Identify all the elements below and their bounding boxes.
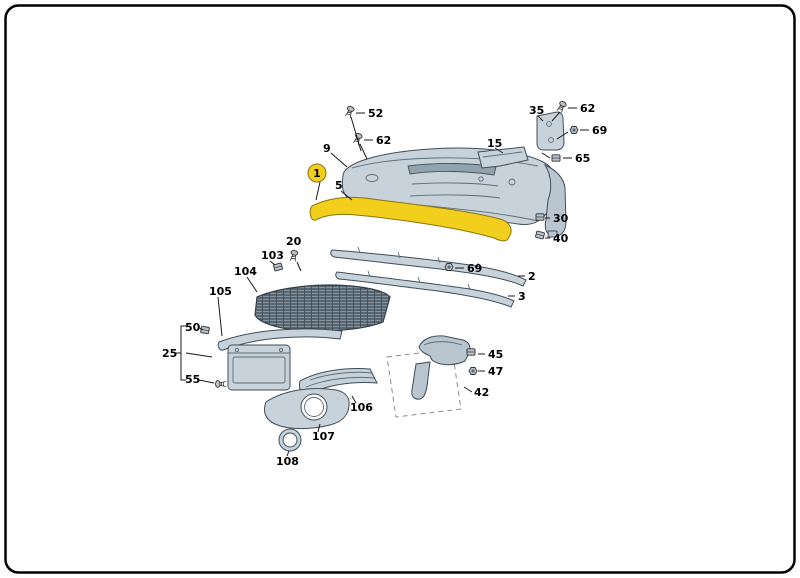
callout-40[interactable]: 40 [553, 232, 569, 245]
highlight-circle[interactable] [307, 163, 327, 183]
callout-62b[interactable]: 62 [580, 102, 595, 115]
callout-20[interactable]: 20 [286, 235, 302, 248]
callout-3[interactable]: 3 [518, 290, 526, 303]
clip-icon [535, 213, 545, 221]
clip-icon [272, 262, 284, 272]
callout-106[interactable]: 106 [350, 401, 373, 414]
callout-2[interactable]: 2 [528, 270, 536, 283]
callout-9[interactable]: 9 [323, 142, 331, 155]
callout-69[interactable]: 69 [592, 124, 607, 137]
callout-105[interactable]: 105 [209, 285, 232, 298]
nut-icon [444, 263, 454, 271]
callout-52[interactable]: 52 [368, 107, 383, 120]
leader-lines [176, 107, 589, 457]
trim-ring [278, 428, 302, 452]
callout-107[interactable]: 107 [312, 430, 335, 443]
callout-50[interactable]: 50 [185, 321, 201, 334]
callout-labels: 52 62 9 1 5 35 62 69 15 65 30 40 20 103 … [162, 102, 607, 468]
center-grille [254, 284, 391, 332]
callout-104[interactable]: 104 [234, 265, 257, 278]
callout-1[interactable]: 1 [313, 167, 321, 180]
clip-icon [551, 154, 561, 162]
callout-103[interactable]: 103 [261, 249, 284, 262]
license-plate-bracket [227, 344, 291, 391]
callout-25[interactable]: 25 [162, 347, 177, 360]
chrome-trim-strip [217, 328, 343, 351]
mount-bracket-35 [536, 111, 565, 151]
callout-30[interactable]: 30 [553, 212, 569, 225]
nut-icon [569, 126, 579, 134]
clip-icon [200, 325, 210, 335]
spoiler-strip-highlighted [309, 197, 512, 242]
callout-42[interactable]: 42 [474, 386, 489, 399]
callout-62[interactable]: 62 [376, 134, 391, 147]
nut-icon [468, 367, 478, 375]
callout-15[interactable]: 15 [487, 137, 502, 150]
lower-strip-3 [335, 270, 515, 308]
dashed-outline [386, 348, 462, 418]
clip-icon [534, 230, 546, 240]
callout-55[interactable]: 55 [185, 373, 200, 386]
callout-47[interactable]: 47 [488, 365, 503, 378]
lower-strip-2 [330, 246, 527, 287]
callout-5[interactable]: 5 [335, 179, 343, 192]
clip-icon [466, 348, 476, 356]
callout-35[interactable]: 35 [529, 104, 544, 117]
callout-108[interactable]: 108 [276, 455, 299, 468]
callout-65[interactable]: 65 [575, 152, 590, 165]
callout-45[interactable]: 45 [488, 348, 503, 361]
fog-light-trim [263, 388, 350, 430]
callout-69b[interactable]: 69 [467, 262, 482, 275]
rounded-border [4, 4, 796, 574]
mount-bracket-15 [477, 146, 529, 169]
air-duct [411, 335, 471, 400]
